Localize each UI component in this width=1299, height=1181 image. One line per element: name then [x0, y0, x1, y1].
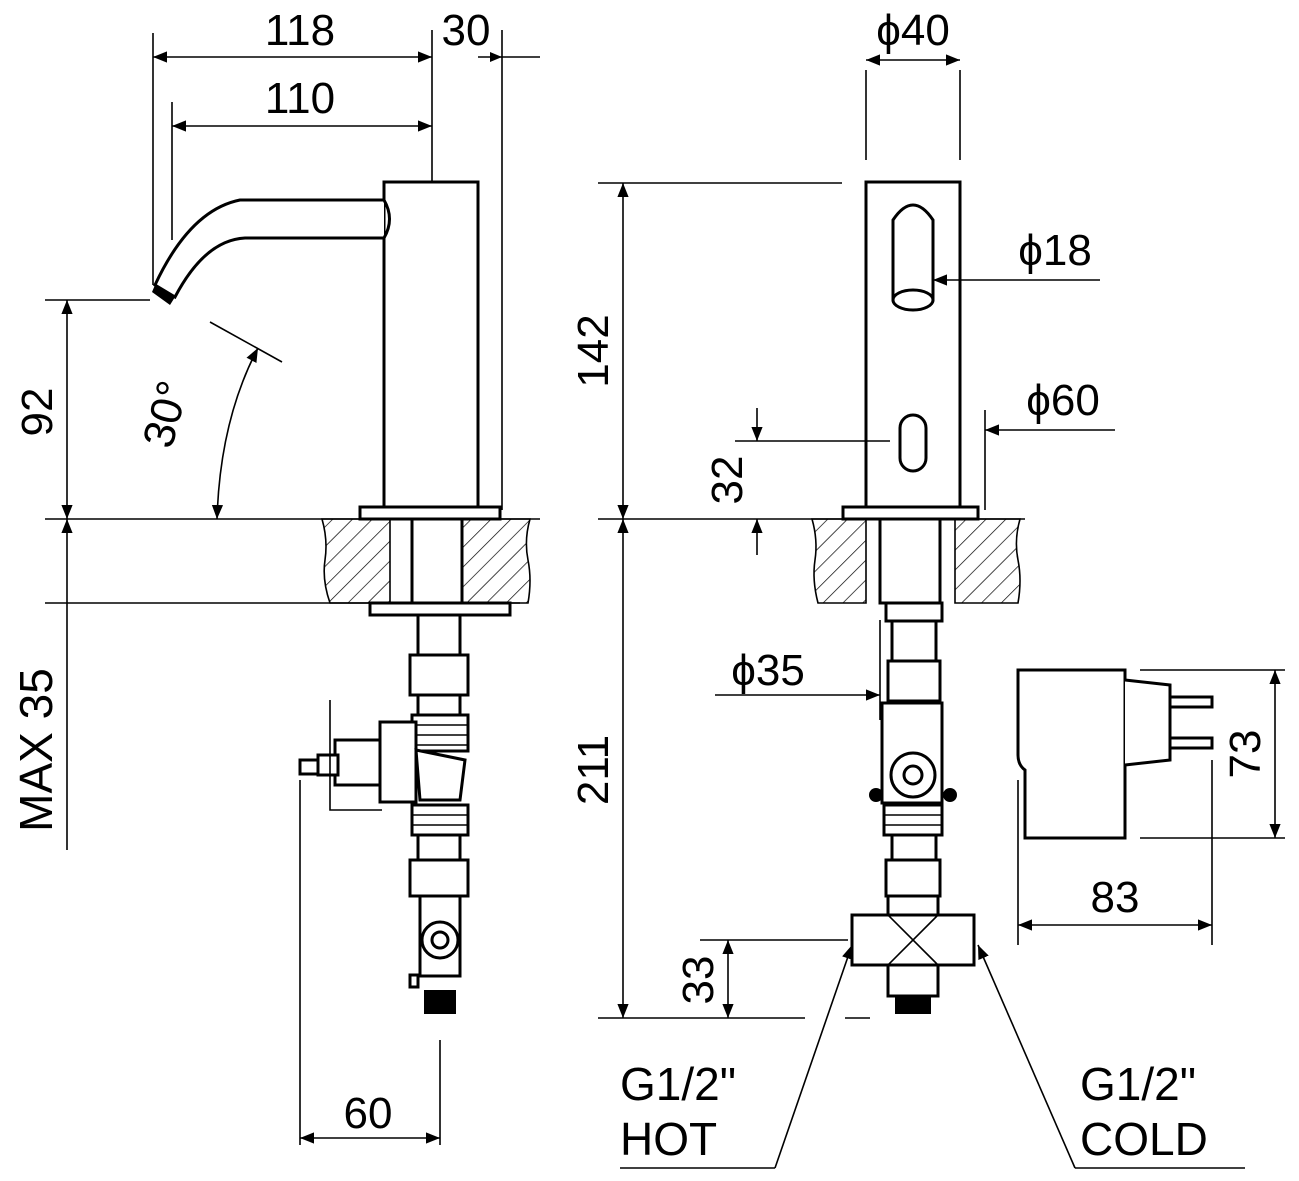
power-adapter: 73 83: [1016, 668, 1285, 945]
cold-label: COLD: [1080, 1113, 1208, 1165]
dim-33: 33: [674, 956, 723, 1005]
dim-30-deg: 30°: [134, 376, 199, 453]
front-view: ϕ40 ϕ18 ϕ60 142 32 211 ϕ35 33 G1/2" HOT: [569, 6, 1245, 1169]
dim-60: 60: [344, 1089, 393, 1138]
hot-thread-label: G1/2": [620, 1058, 736, 1110]
dim-92: 92: [13, 388, 62, 437]
dim-dia-35: ϕ35: [731, 646, 805, 695]
dim-118: 118: [265, 6, 335, 55]
dim-32: 32: [703, 456, 752, 505]
dim-83: 83: [1091, 873, 1140, 922]
cold-thread-label: G1/2": [1080, 1058, 1196, 1110]
dim-110: 110: [265, 74, 335, 123]
dim-max-35: MAX 35: [10, 668, 62, 832]
dim-dia-40: ϕ40: [876, 6, 950, 55]
dim-30: 30: [442, 6, 491, 55]
dim-dia-18: ϕ18: [1018, 226, 1092, 275]
dim-dia-60: ϕ60: [1026, 376, 1100, 425]
dim-142: 142: [569, 314, 618, 387]
hot-label: HOT: [620, 1113, 717, 1165]
side-view: 118 30 110 92 MAX 35 30° 60: [10, 6, 540, 1145]
dim-73: 73: [1221, 730, 1270, 779]
dim-211: 211: [569, 735, 618, 805]
